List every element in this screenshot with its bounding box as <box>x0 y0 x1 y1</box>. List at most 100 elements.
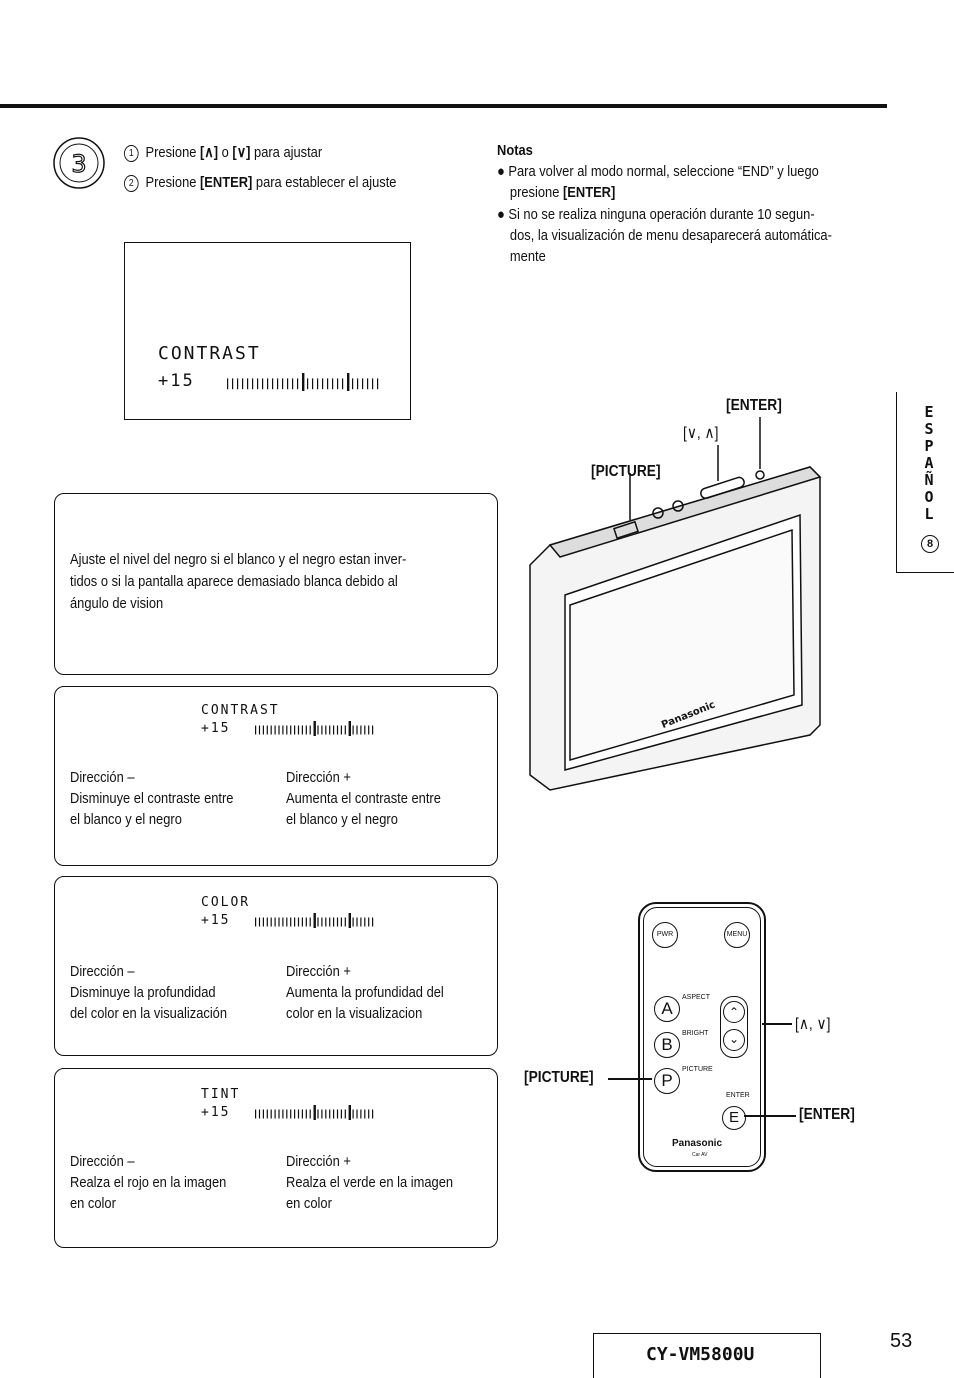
level-tick <box>356 917 358 927</box>
level-tick <box>312 378 314 390</box>
level-tick <box>368 917 370 927</box>
adjust-label: TINT <box>201 1087 241 1102</box>
model-number: CY-VM5800U <box>646 1344 755 1365</box>
level-tick <box>297 1109 300 1119</box>
remote-enter-label: ENTER <box>726 1092 750 1099</box>
level-tick <box>317 1109 319 1119</box>
adjust-value: +15 <box>201 913 231 928</box>
level-tick <box>329 725 331 735</box>
adjust-value: +15 <box>201 1105 231 1120</box>
level-tick <box>360 917 362 927</box>
adjust-value: +15 <box>201 721 231 736</box>
level-tick <box>262 378 264 390</box>
level-tick <box>364 917 366 927</box>
level-tick <box>372 917 374 927</box>
level-tick <box>274 1109 276 1119</box>
remote-up-button[interactable]: ⌃ <box>723 1001 745 1023</box>
intro-line-2: tidos o si la pantalla aparece demasiado… <box>70 573 398 590</box>
level-tick <box>337 378 339 390</box>
level-tick <box>333 1109 335 1119</box>
level-tick <box>344 917 346 927</box>
remote-picture-button[interactable]: P <box>654 1068 680 1094</box>
remote-aspect-label: ASPECT <box>682 994 711 1001</box>
level-tick <box>274 917 276 927</box>
level-tick <box>348 721 351 736</box>
remote-control: PWR MENU A ASPECT B BRIGHT P PICTURE ⌃ ⌄… <box>638 902 766 1172</box>
remote-brand-sub: Car AV <box>692 1152 708 1158</box>
level-tick <box>305 1109 307 1119</box>
level-tick <box>325 917 327 927</box>
intro-box: Ajuste el nivel del negro si el blanco y… <box>54 493 498 675</box>
level-tick <box>278 725 280 735</box>
level-tick <box>344 1109 346 1119</box>
level-tick <box>255 1109 257 1119</box>
remote-enter-button[interactable]: E <box>722 1106 746 1130</box>
level-tick <box>252 378 254 390</box>
remote-down-button[interactable]: ⌄ <box>723 1029 745 1051</box>
direction-plus: Dirección + Aumenta la profundidad del c… <box>286 963 444 1022</box>
level-tick <box>362 378 364 390</box>
remote-bright-button[interactable]: B <box>654 1032 680 1058</box>
level-tick <box>309 725 311 735</box>
level-tick <box>270 917 272 927</box>
remote-pwr-button[interactable]: PWR <box>652 922 678 948</box>
level-tick <box>317 917 319 927</box>
level-tick <box>333 917 335 927</box>
level-tick <box>340 725 342 735</box>
level-tick <box>297 917 300 927</box>
level-tick <box>364 1109 366 1119</box>
model-box: CY-VM5800U <box>593 1333 821 1378</box>
remote-aspect-button[interactable]: A <box>654 996 680 1022</box>
level-tick <box>267 378 269 390</box>
level-tick <box>301 1109 303 1119</box>
level-tick <box>327 378 329 390</box>
level-tick <box>232 378 234 390</box>
level-tick <box>290 917 292 927</box>
level-tick <box>352 725 354 735</box>
level-tick <box>372 378 374 390</box>
level-tick <box>313 913 316 928</box>
level-tick <box>282 1109 284 1119</box>
level-tick <box>367 378 369 390</box>
level-tick <box>262 917 264 927</box>
level-tick <box>336 725 339 735</box>
osd-label: CONTRAST <box>158 343 261 364</box>
level-tick <box>329 917 331 927</box>
level-tick <box>292 378 294 390</box>
level-tick <box>227 378 229 390</box>
direction-minus: Dirección – Realza el rojo en la imagen … <box>70 1153 227 1212</box>
remote-menu-button[interactable]: MENU <box>724 922 750 948</box>
level-tick <box>282 378 284 390</box>
level-tick <box>347 373 350 391</box>
remote-brand: Panasonic <box>672 1138 723 1149</box>
remote-bright-label: BRIGHT <box>682 1030 709 1037</box>
level-tick <box>237 378 239 390</box>
level-tick <box>257 378 259 390</box>
level-tick <box>364 725 366 735</box>
monitor-picture-label: [PICTURE] <box>591 463 661 480</box>
level-tick <box>262 1109 264 1119</box>
level-tick <box>294 1109 296 1119</box>
level-tick <box>317 725 319 735</box>
level-tick <box>286 917 288 927</box>
remote-callout-enter: [ENTER] <box>799 1106 855 1123</box>
level-tick <box>372 1109 374 1119</box>
level-tick <box>313 1105 316 1120</box>
level-tick <box>270 1109 272 1119</box>
level-tick <box>305 725 307 735</box>
top-rule <box>0 104 887 108</box>
remote-callout-picture: [PICTURE] <box>524 1069 594 1086</box>
notes-title: Notas <box>497 142 533 159</box>
level-tick <box>286 1109 288 1119</box>
level-tick <box>272 378 274 390</box>
monitor-enter-label: [ENTER] <box>726 397 782 414</box>
level-tick <box>302 373 305 391</box>
adjust-label: CONTRAST <box>201 703 280 718</box>
level-tick <box>277 378 279 390</box>
step-number: 3 <box>71 150 86 178</box>
level-tick <box>278 1109 280 1119</box>
level-tick <box>336 1109 339 1119</box>
level-tick <box>340 917 342 927</box>
monitor-arrows-label: [∨, ∧] <box>683 425 719 442</box>
